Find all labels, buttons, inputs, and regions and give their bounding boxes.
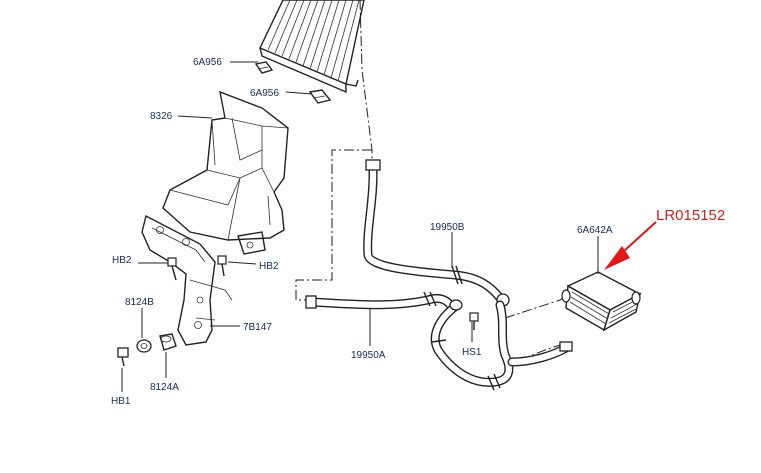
clip-hs1 xyxy=(469,312,479,330)
callout-hb2-right: HB2 xyxy=(259,261,279,272)
bolt-hb1 xyxy=(117,347,129,367)
callout-hb2-left: HB2 xyxy=(112,255,132,266)
part-number-label: LR015152 xyxy=(656,207,725,224)
callout-hs1: HS1 xyxy=(462,347,482,358)
callout-6a956-lower: 6A956 xyxy=(250,88,279,99)
callout-7b147: 7B147 xyxy=(243,322,272,333)
air-deflector xyxy=(162,90,289,255)
callout-8124a: 8124A xyxy=(150,382,179,393)
condenser-core xyxy=(259,0,365,94)
hose-19950b xyxy=(363,159,510,307)
callout-19950b: 19950B xyxy=(430,222,465,233)
mount-pad-lower xyxy=(308,89,332,104)
callout-8124b: 8124B xyxy=(125,297,154,308)
alignment-line-condenser xyxy=(359,0,373,165)
hose-return xyxy=(430,299,573,391)
bushing-8124a xyxy=(159,333,177,351)
callout-6a956-upper: 6A956 xyxy=(193,57,222,68)
bolt-hb2-right xyxy=(217,255,227,277)
callout-19950a: 19950A xyxy=(351,350,386,361)
alignment-line-cooler-upper xyxy=(504,291,571,319)
grommet-8124b xyxy=(136,339,152,353)
alignment-line-left xyxy=(295,149,372,301)
bolt-hb2-left xyxy=(167,257,177,281)
hose-19950a xyxy=(305,291,457,313)
callout-6a642a: 6A642A xyxy=(577,225,613,236)
highlight-arrow xyxy=(604,221,657,270)
leader-lines xyxy=(121,61,599,392)
mounting-bracket xyxy=(141,214,233,346)
callout-hb1: HB1 xyxy=(111,396,131,407)
callout-8326: 8326 xyxy=(150,111,173,122)
mount-pad-upper xyxy=(254,61,274,74)
oil-cooler xyxy=(561,271,642,332)
